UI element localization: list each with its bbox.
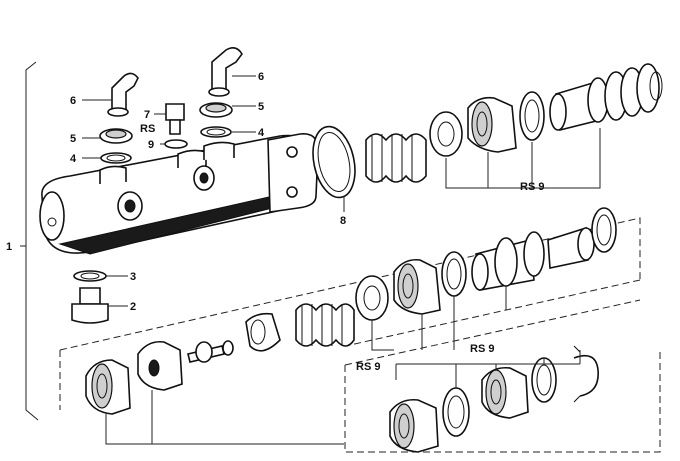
banjo-fitting-left [107, 72, 139, 117]
primary-cup-upper [467, 96, 517, 153]
seal-ring-left [99, 128, 133, 144]
assembly-bracket [20, 61, 39, 421]
primary-cup-lower [389, 398, 439, 453]
washer-middle [441, 251, 467, 297]
washer-middle-right [591, 207, 617, 253]
callout-2: 2 [130, 301, 136, 313]
callout-6-left: 6 [70, 95, 76, 107]
callout-6-right: 6 [258, 71, 264, 83]
callout-3: 3 [130, 271, 136, 283]
spring-seat-upper [429, 111, 463, 157]
piston-upper [549, 77, 609, 131]
callout-rs-top: RS [140, 123, 155, 135]
kit-frame-lower [344, 299, 661, 453]
washer-left [100, 152, 132, 164]
sealing-washer-9 [164, 139, 188, 149]
spring-cup-middle [245, 312, 281, 352]
callout-rs9-upper: RS 9 [520, 181, 544, 193]
kit-bracket-upper [445, 128, 601, 189]
piston-middle [471, 231, 545, 291]
callout-rs9-middle: RS 9 [356, 361, 380, 373]
circlip [573, 345, 599, 403]
cup-seal-lower [137, 340, 183, 391]
washer-upper [519, 91, 545, 141]
kit-frame-middle [59, 217, 641, 410]
callout-4-left: 4 [70, 153, 77, 165]
primary-cup-middle [393, 258, 441, 315]
washer-right [200, 126, 232, 138]
cup-seal-lower-left [85, 359, 131, 415]
washer-3 [73, 270, 107, 282]
washer-lower-right [531, 357, 557, 403]
piston-head-middle [547, 226, 595, 269]
drain-plug-2 [71, 287, 109, 324]
leader-lines [82, 75, 345, 307]
callout-4-right: 4 [258, 127, 265, 139]
kit-bracket-middle [105, 286, 507, 445]
callout-1: 1 [6, 241, 12, 253]
callout-5-left: 5 [70, 133, 76, 145]
washer-lower [442, 387, 470, 437]
seal-ring-right [199, 102, 233, 118]
secondary-cup-lower [481, 366, 529, 419]
cylinder-housing [39, 133, 319, 255]
stop-pin [187, 340, 234, 363]
callout-8: 8 [340, 215, 346, 227]
kit-bracket-lower [395, 350, 581, 388]
spring-middle [295, 303, 355, 347]
o-ring-8 [312, 125, 356, 199]
piston-rings-upper [604, 63, 663, 121]
spring-seat-middle [355, 275, 389, 321]
banjo-fitting-right [208, 46, 243, 97]
callout-7: 7 [144, 109, 150, 121]
callout-9-top: 9 [148, 139, 154, 151]
callout-5-right: 5 [258, 101, 264, 113]
plug-screw [165, 103, 185, 135]
callout-rs9-lower: RS 9 [470, 343, 494, 355]
spring-upper [365, 133, 427, 183]
